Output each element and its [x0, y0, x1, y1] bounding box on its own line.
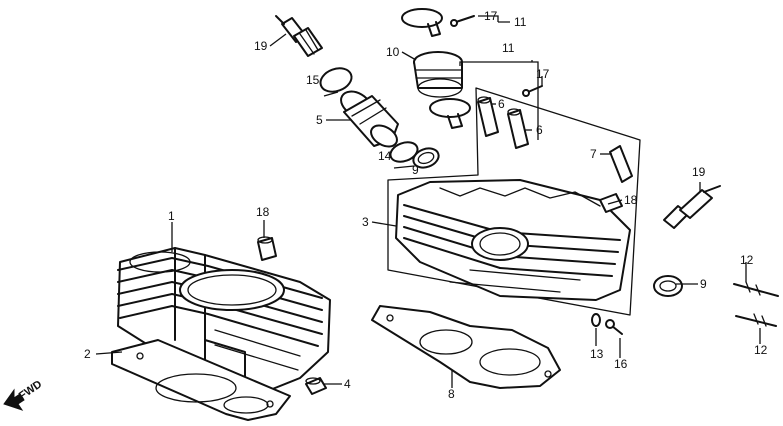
callout-17-upper: 17: [484, 9, 498, 23]
stud-12-upper: [733, 281, 779, 297]
pin-7: [609, 145, 633, 183]
callout-1: 1: [168, 209, 175, 223]
dowel-6-left: [477, 96, 499, 137]
cylinder-base-gasket: [111, 339, 291, 421]
callout-17-lower: 17: [536, 67, 550, 81]
forward-arrow-icon: [3, 388, 25, 411]
stud-12-lower: [735, 313, 777, 327]
callout-6-right: 6: [536, 123, 543, 137]
clamp-screw-17-upper: [450, 15, 475, 27]
callout-2: 2: [84, 347, 91, 361]
callout-8: 8: [448, 387, 455, 401]
callout-6-left: 6: [498, 97, 505, 111]
o-ring-14: [389, 141, 419, 163]
callout-9-upper: 9: [412, 163, 419, 177]
dowel-6-right: [507, 108, 529, 149]
callout-18-left: 18: [256, 205, 270, 219]
dowel-pin-4: [305, 377, 327, 395]
spark-plug-19-left: [275, 15, 323, 57]
callout-10: 10: [386, 45, 400, 59]
callout-12-lower: 12: [754, 343, 768, 357]
callout-19-left: 19: [254, 39, 268, 53]
callout-18-right: 18: [624, 193, 638, 207]
leader-lines: [95, 15, 761, 388]
dowel-pin-18: [257, 236, 277, 261]
carburetor-insulator-10: [413, 51, 463, 98]
callout-9-lower: 9: [700, 277, 707, 291]
insulator-9-upper: [412, 147, 440, 169]
callout-labels: 1 2 3 4 5 6 6 7 8 9 9 10 11 11 12 12 13 …: [84, 9, 768, 401]
callout-19-right: 19: [692, 165, 706, 179]
callout-12-upper: 12: [740, 253, 754, 267]
intake-pipe: [340, 90, 399, 148]
cylinder-head-gasket: [371, 305, 561, 389]
cylinder-head: [387, 87, 641, 316]
callout-15: 15: [306, 73, 320, 87]
o-ring-15: [319, 67, 353, 93]
callout-5: 5: [316, 113, 323, 127]
insulator-9-lower: [653, 275, 683, 297]
callout-13: 13: [590, 347, 604, 361]
callout-11-upper: 11: [514, 15, 527, 29]
callout-7: 7: [590, 147, 597, 161]
clamp-screw-17-lower: [522, 85, 543, 97]
callout-4: 4: [344, 377, 351, 391]
bolt-16: [605, 319, 623, 335]
forward-direction-indicator: FWD: [3, 378, 44, 411]
callout-14: 14: [378, 149, 392, 163]
callout-3: 3: [362, 215, 369, 229]
washer-13: [591, 313, 601, 327]
hose-clamp-11-upper: [401, 8, 443, 37]
hose-clamp-11-lower: [429, 98, 471, 129]
spark-plug-19-right: [663, 185, 721, 229]
callout-16: 16: [614, 357, 628, 371]
callout-11-lower: 11: [502, 41, 515, 55]
forward-label: FWD: [17, 378, 44, 402]
